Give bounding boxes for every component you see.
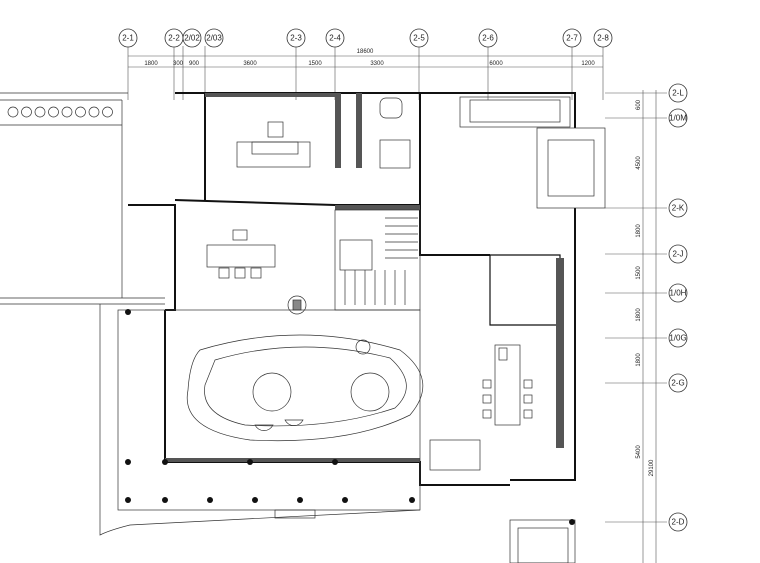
column (297, 497, 303, 503)
axis-label: 2-3 (290, 34, 302, 43)
axis-label: 2-7 (566, 34, 578, 43)
dim-segment: 1500 (308, 61, 322, 67)
axis-label: 2-6 (482, 34, 494, 43)
dim-segment: 1200 (581, 61, 595, 67)
lounge-sofa (186, 334, 424, 442)
axis-bubble (478, 28, 498, 48)
column (569, 519, 575, 525)
column (342, 497, 348, 503)
planter-circle (21, 106, 32, 118)
planter-circle (75, 106, 86, 118)
dim-segment: 3300 (370, 61, 384, 67)
axis-label: 2-1 (122, 34, 134, 43)
dim-segment: 1800 (636, 224, 642, 238)
axis-label: 2-5 (413, 34, 425, 43)
axis-label: 1/0M (669, 114, 687, 123)
dining-table (482, 344, 533, 426)
planter-circle (88, 106, 100, 118)
axis-label: 2/02 (184, 34, 200, 43)
dim-segment: 900 (189, 61, 200, 67)
bar-counter (206, 229, 307, 315)
top-axis-lines (127, 46, 604, 100)
axis-label: 2-G (671, 379, 684, 388)
hatched-walls (165, 93, 564, 462)
dim-segment: 600 (636, 99, 642, 110)
column (247, 459, 253, 465)
balcony (459, 96, 606, 209)
staircase (334, 209, 421, 311)
planter-circle (7, 106, 19, 118)
column (252, 497, 258, 503)
axis-bubble (325, 28, 345, 48)
axis-label: 1/0G (669, 334, 686, 343)
axis-label: 2-L (672, 89, 684, 98)
column (125, 459, 131, 465)
planter-circle (48, 106, 59, 118)
axis-bubble (668, 373, 688, 393)
axis-label: 2-D (672, 518, 685, 527)
axis-label: 2-8 (597, 34, 609, 43)
dim-segment: 1800 (144, 61, 158, 67)
dim-total-y: 29100 (649, 459, 655, 476)
terrace (117, 309, 576, 563)
axis-label: 2/03 (206, 34, 222, 43)
right-axis-bubbles: 2-L 1/0M 2-K 2-J 1/0H 1/0G 2-G 2-D (668, 83, 688, 532)
column (125, 309, 131, 315)
column (332, 459, 338, 465)
dim-segment: 1800 (636, 353, 642, 367)
dim-segment: 3600 (243, 61, 257, 67)
dim-segment: 1500 (636, 266, 642, 280)
planter-circle (102, 106, 113, 118)
dim-segment: 6000 (489, 61, 503, 67)
axis-bubble (668, 108, 688, 128)
column (162, 459, 168, 465)
left-exterior (0, 92, 421, 536)
axis-bubble (668, 283, 688, 303)
axis-bubble (668, 198, 688, 218)
axis-bubble (409, 28, 429, 48)
column (162, 497, 168, 503)
column (125, 497, 131, 503)
dim-segment: 300 (173, 61, 184, 67)
column (207, 497, 213, 503)
right-axis-lines (605, 90, 667, 563)
dim-segment: 4500 (636, 156, 642, 170)
axis-bubble (668, 83, 688, 103)
axis-bubble (668, 244, 688, 264)
top-axis-bubbles: 2-1 2-2 2/02 2/03 2-3 2-4 2-5 2-6 2-7 2-8 (118, 28, 613, 48)
axis-bubble (562, 28, 582, 48)
axis-label: 2-2 (168, 34, 180, 43)
dim-segment: 5400 (636, 445, 642, 459)
walls (128, 92, 576, 486)
axis-bubble (668, 512, 688, 532)
planter-circle (61, 106, 73, 118)
axis-label: 1/0H (670, 289, 687, 298)
axis-label: 2-4 (329, 34, 341, 43)
right-dimensions: 600 4500 1800 1500 1800 1800 5400 29100 (636, 99, 655, 476)
axis-label: 2-J (672, 250, 683, 259)
study-furniture (236, 97, 411, 169)
axis-label: 2-K (672, 204, 685, 213)
axis-bubble (593, 28, 613, 48)
axis-bubble (204, 28, 224, 48)
columns (125, 309, 575, 525)
planter-circle (34, 106, 46, 118)
dim-segment: 1800 (636, 308, 642, 322)
top-dimensions: 18600 1800 300 900 3600 1500 3300 6000 1… (144, 49, 595, 67)
column (409, 497, 415, 503)
axis-bubble (182, 28, 202, 48)
dim-total-x: 18600 (357, 49, 374, 55)
axis-bubble (668, 328, 688, 348)
axis-bubble (286, 28, 306, 48)
axis-bubble (118, 28, 138, 48)
